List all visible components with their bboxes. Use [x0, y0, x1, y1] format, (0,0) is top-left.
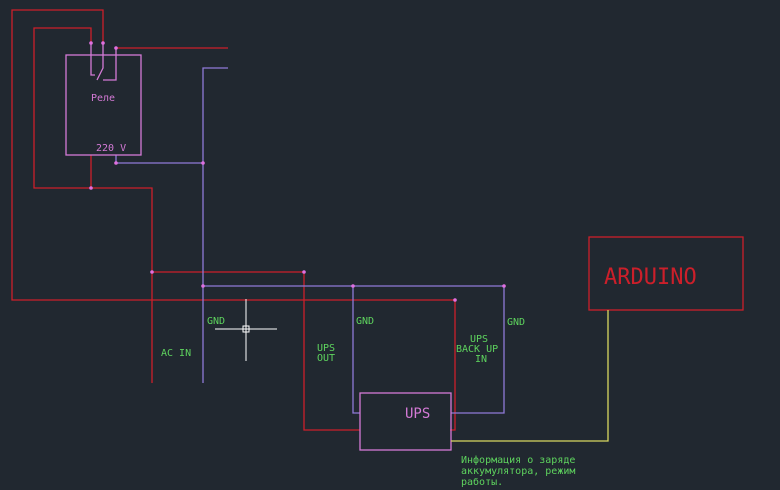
violet-wires [115, 67, 505, 414]
gnd-mid-violet-wire [352, 286, 360, 414]
ups-label: UPS [405, 406, 430, 422]
node [502, 284, 506, 288]
node [150, 270, 154, 274]
node [114, 46, 118, 50]
red-wires [11, 9, 744, 431]
ups-out-label-1: UPS [317, 343, 335, 354]
labels: Реле 220 V ARDUINO UPS GND GND GND AC IN… [91, 93, 697, 488]
ups-out-label-2: OUT [317, 353, 335, 364]
node [351, 284, 355, 288]
info-label-2: аккумулятора, режим [461, 466, 575, 477]
node [201, 161, 205, 165]
relay-contact-top [103, 48, 117, 81]
ups-backup-label-2: BACK UP [456, 344, 498, 355]
ac-bus-red-wire [152, 271, 360, 431]
info-label-1: Информация о заряде [461, 454, 575, 466]
relay-contact-left [90, 43, 95, 76]
relay-label: Реле [91, 93, 115, 104]
gnd-left-label: GND [207, 316, 225, 327]
arduino-box [588, 236, 744, 311]
node [453, 298, 457, 302]
gnd-right-label: GND [507, 317, 525, 328]
ups-backup-label-1: UPS [470, 334, 488, 345]
outer-red-loop [11, 9, 456, 431]
node [201, 284, 205, 288]
violet-main-wire [202, 67, 228, 383]
node [302, 270, 306, 274]
node [114, 161, 118, 165]
ups-box [359, 392, 452, 451]
crosshair-cursor-icon [215, 299, 277, 361]
inner-red-loop [33, 27, 153, 383]
components [65, 43, 452, 451]
relay-contact-right [96, 43, 104, 81]
ac-in-label: AC IN [161, 348, 191, 359]
node [89, 41, 93, 45]
relay-box [65, 54, 142, 156]
node [89, 186, 93, 190]
relay-voltage-label: 220 V [96, 143, 126, 154]
info-label-3: работы. [461, 476, 503, 488]
junction-nodes [89, 41, 506, 302]
relay-coil-violet-wire [115, 155, 203, 164]
node [101, 41, 105, 45]
gnd-mid-label: GND [356, 316, 374, 327]
arduino-label: ARDUINO [604, 265, 697, 290]
ups-backup-label-3: IN [475, 354, 487, 365]
info-wire [451, 310, 609, 442]
